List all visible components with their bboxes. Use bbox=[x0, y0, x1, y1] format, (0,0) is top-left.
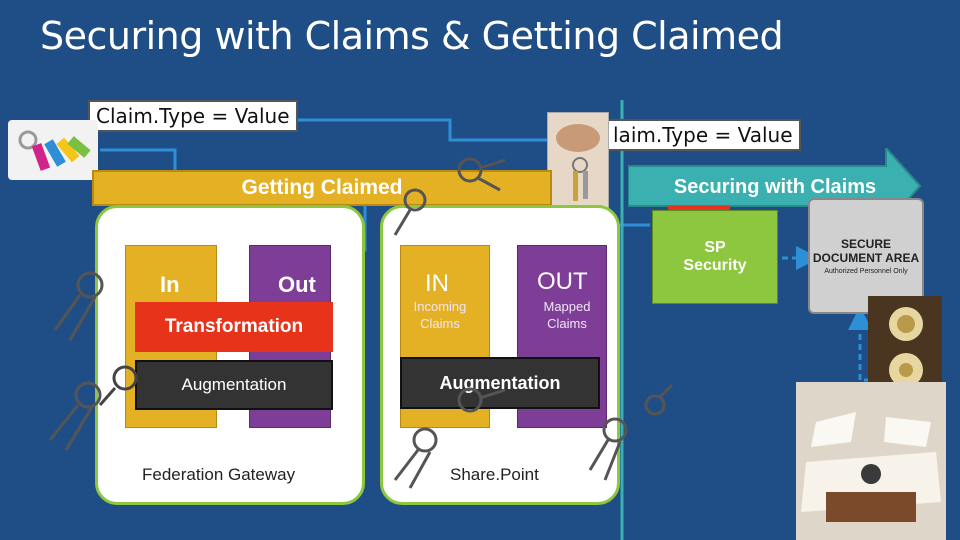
sharepoint-out-subtitle: Mapped Claims bbox=[543, 299, 591, 331]
paper-pile-icon bbox=[796, 382, 946, 540]
key-icon bbox=[644, 383, 674, 416]
hand-keys-photo bbox=[547, 112, 609, 212]
secure-doc-line3: Authorized Personnel Only bbox=[824, 268, 908, 275]
sp-security-line2: Security bbox=[683, 257, 747, 274]
colored-keys-image bbox=[8, 120, 98, 180]
secure-document-sign: SECURE DOCUMENT AREA Authorized Personne… bbox=[808, 198, 924, 314]
sharepoint-out-label: OUT bbox=[537, 268, 588, 295]
messy-office-photo bbox=[796, 382, 946, 540]
getting-claimed-banner: Getting Claimed bbox=[92, 170, 552, 206]
key-icon bbox=[588, 417, 628, 481]
key-icon bbox=[457, 157, 506, 192]
key-icon bbox=[98, 365, 138, 406]
photo-to-document-dashed bbox=[848, 306, 872, 382]
claim-connection-line bbox=[295, 118, 610, 142]
key-icon bbox=[53, 271, 104, 341]
securing-with-claims-label: Securing with Claims bbox=[673, 176, 877, 198]
key-icon bbox=[48, 381, 102, 451]
keys-icon bbox=[18, 130, 91, 171]
federation-augmentation-bar: Augmentation bbox=[135, 360, 333, 410]
transformation-bar: Transformation bbox=[135, 302, 333, 352]
sharepoint-in-label: IN bbox=[425, 270, 449, 297]
federation-gateway-caption: Federation Gateway bbox=[142, 465, 296, 484]
key-icon bbox=[393, 427, 438, 489]
sp-security-line1: SP bbox=[704, 239, 726, 256]
key-icon bbox=[457, 387, 506, 413]
sharepoint-augmentation-bar: Augmentation bbox=[400, 357, 600, 409]
key-hand-icon bbox=[556, 124, 600, 201]
claim-label-left: Claim.Type = Value bbox=[88, 100, 298, 132]
lock-icon bbox=[889, 307, 923, 387]
sp-security-box: SP Security bbox=[652, 210, 778, 304]
secure-doc-line1: SECURE bbox=[840, 237, 891, 251]
secure-doc-line2: DOCUMENT AREA bbox=[812, 251, 920, 265]
key-icon bbox=[393, 188, 427, 236]
sharepoint-caption: Share.Point bbox=[450, 465, 539, 484]
sharepoint-in-subtitle: Incoming Claims bbox=[413, 299, 467, 331]
federation-out-label: Out bbox=[278, 272, 316, 297]
slide-title: Securing with Claims & Getting Claimed bbox=[40, 14, 784, 58]
federation-in-label: In bbox=[160, 272, 180, 297]
